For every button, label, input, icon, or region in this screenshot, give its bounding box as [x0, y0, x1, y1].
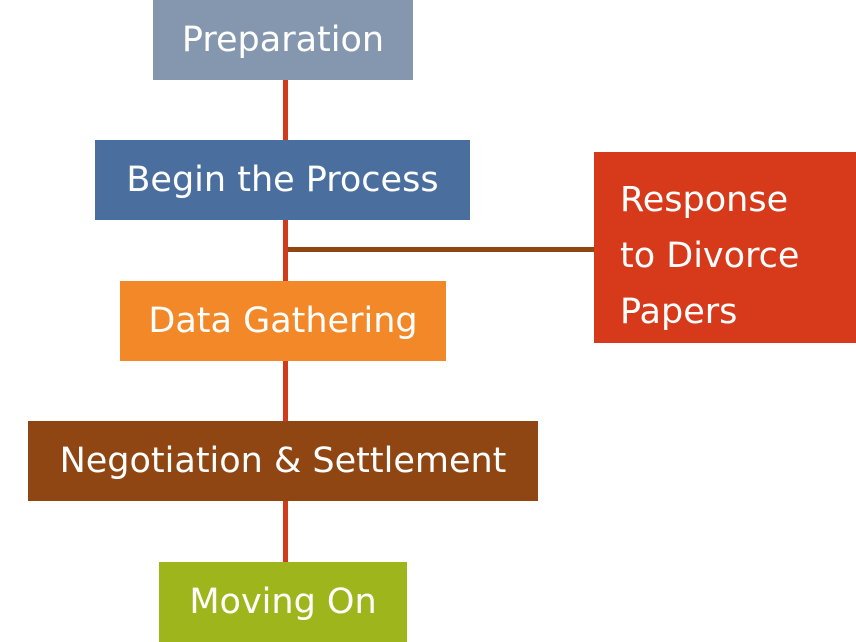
step-data-gathering: Data Gathering — [120, 281, 446, 361]
step-negotiation-settlement: Negotiation & Settlement — [28, 421, 538, 501]
step-response-to-divorce-papers: Response to Divorce Papers — [594, 152, 856, 343]
step-preparation: Preparation — [153, 0, 413, 80]
branch-connector-line — [288, 247, 596, 252]
step-begin-the-process: Begin the Process — [95, 140, 470, 220]
side-step-line-1: Response — [620, 180, 789, 220]
side-step-line-3: Papers — [620, 292, 738, 332]
step-moving-on: Moving On — [159, 562, 407, 642]
side-step-line-2: to Divorce — [620, 236, 800, 276]
